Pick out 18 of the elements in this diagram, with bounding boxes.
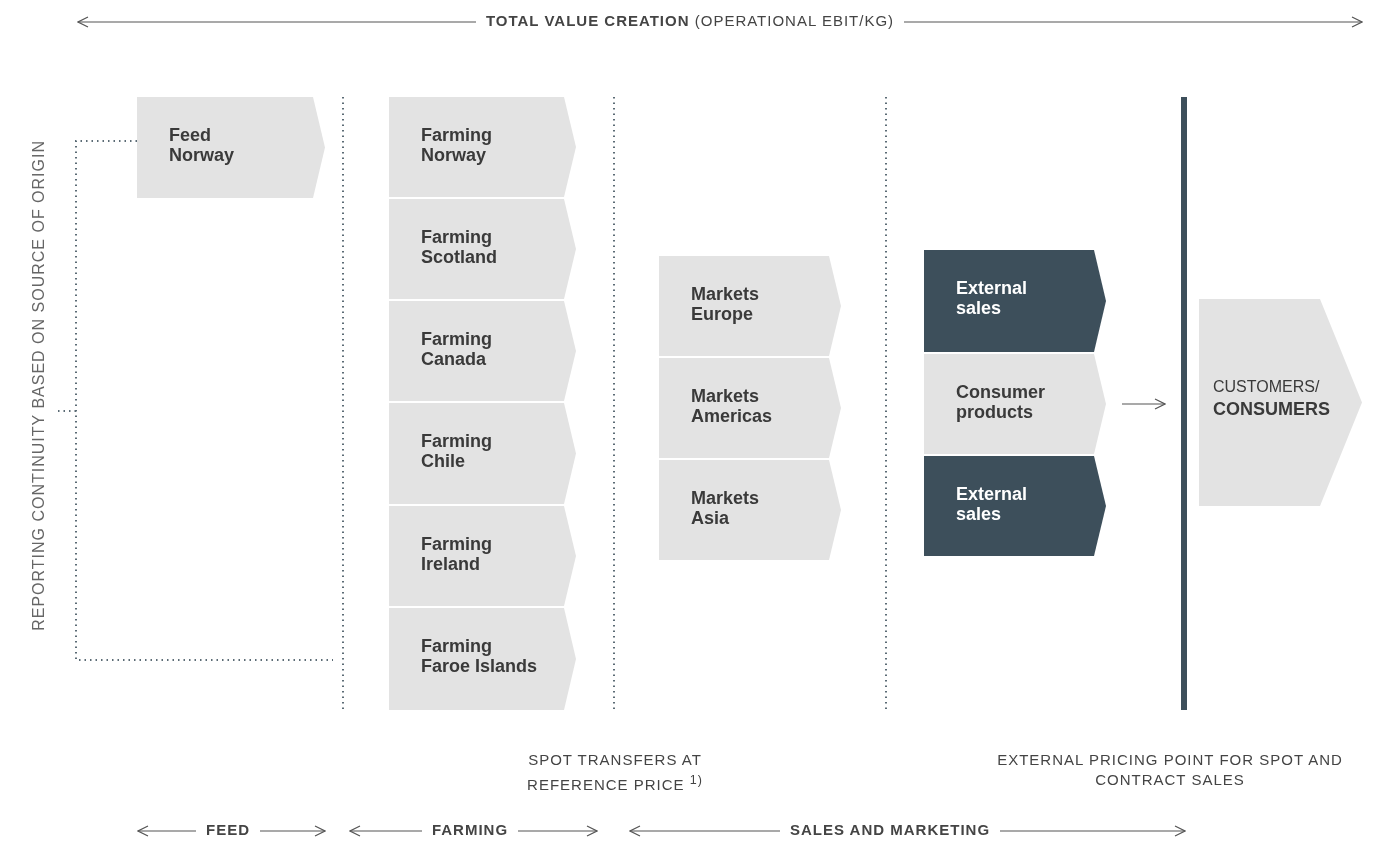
label-text: EXTERNAL PRICING POINT FOR SPOT AND CONTRACT SALES bbox=[996, 750, 1344, 790]
node-label: Consumer products bbox=[956, 382, 1046, 422]
node-label: Farming Canada bbox=[421, 329, 493, 369]
node-label: Farming Norway bbox=[421, 125, 493, 165]
node-label: CUSTOMERS/ CONSUMERS bbox=[1213, 377, 1331, 421]
node-label: External sales bbox=[956, 278, 1029, 318]
node-label: Farming Chile bbox=[421, 431, 493, 471]
node-label: Farming Ireland bbox=[421, 534, 493, 574]
node-label: Markets Asia bbox=[691, 488, 761, 528]
node-label: Markets Americas bbox=[691, 386, 774, 426]
arrow bbox=[1121, 398, 1166, 410]
node-label: Feed Norway bbox=[169, 125, 236, 165]
label-text: SPOT TRANSFERS AT REFERENCE PRICE $^{1)}$ bbox=[526, 750, 704, 795]
node-label: External sales bbox=[956, 484, 1029, 524]
node-label: Farming Faroe Islands bbox=[421, 636, 539, 676]
node-label: Markets Europe bbox=[691, 284, 761, 324]
label-text: TOTAL VALUE CREATION (OPERATIONAL EBIT/KG) bbox=[475, 12, 905, 29]
node-label: Farming Scotland bbox=[421, 227, 498, 267]
